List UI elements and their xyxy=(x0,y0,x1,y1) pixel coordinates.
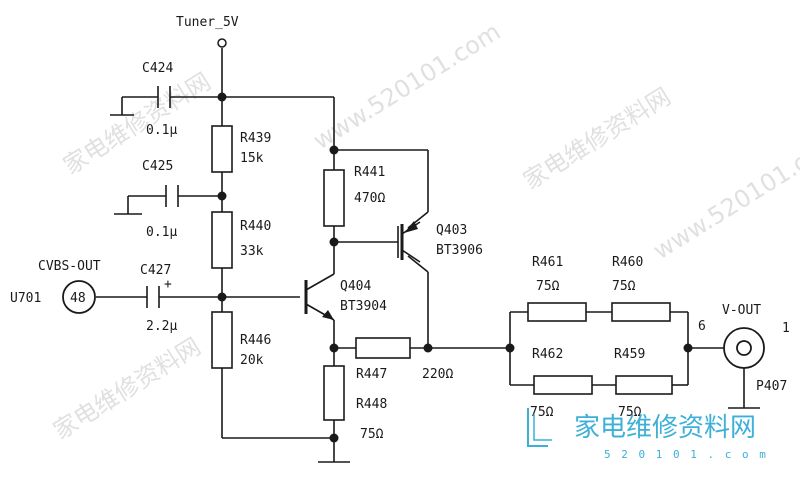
capacitor-c427: + C427 2.2μ xyxy=(140,263,177,334)
capacitor-c425: C425 0.1μ xyxy=(142,159,179,240)
r447-value: 220Ω xyxy=(422,367,453,382)
connector-u701: 48 U701 CVBS-OUT xyxy=(10,259,101,314)
r462-value: 75Ω xyxy=(530,405,554,420)
connector-p407: V-OUT 6 1 P407 xyxy=(698,303,790,394)
q403-ref: Q403 xyxy=(436,223,467,238)
q404-part: BT3904 xyxy=(340,299,387,314)
p407-pin-6: 6 xyxy=(698,319,706,334)
resistor-r460: R460 75Ω xyxy=(611,255,671,322)
resistor-r439: R439 15k xyxy=(211,125,271,173)
r448-ref: R448 xyxy=(356,397,387,412)
u701-pin: 48 xyxy=(70,291,86,306)
r440-value: 33k xyxy=(240,244,264,259)
resistor-r440: R440 33k xyxy=(211,211,271,269)
resistor-r462: R462 75Ω xyxy=(530,347,593,420)
resistor-r461: R461 75Ω xyxy=(527,255,587,322)
r441-value: 470Ω xyxy=(354,191,385,206)
r460-ref: R460 xyxy=(612,255,643,270)
c425-ref: C425 xyxy=(142,159,173,174)
c424-ref: C424 xyxy=(142,61,173,76)
resistor-r446: R446 20k xyxy=(211,311,271,369)
c427-value: 2.2μ xyxy=(146,319,177,334)
r459-value: 75Ω xyxy=(618,405,642,420)
r446-value: 20k xyxy=(240,353,264,368)
wires xyxy=(96,48,760,463)
r439-ref: R439 xyxy=(240,131,271,146)
watermark-text: 家电维修资料网 xyxy=(58,67,215,180)
r441-ref: R441 xyxy=(354,165,385,180)
r446-ref: R446 xyxy=(240,333,271,348)
r448-value: 75Ω xyxy=(360,427,384,442)
watermark-text: 家电维修资料网 xyxy=(48,332,205,445)
resistor-r447: R447 220Ω xyxy=(355,337,453,382)
transistor-q403: Q403 BT3906 xyxy=(397,221,483,263)
c427-polarity: + xyxy=(164,277,172,292)
supply-label: Tuner_5V xyxy=(176,15,239,30)
r447-ref: R447 xyxy=(356,367,387,382)
watermark-logo-url: 5 2 0 1 0 1 . c o m xyxy=(604,448,768,461)
r440-ref: R440 xyxy=(240,219,271,234)
supply-terminal: Tuner_5V xyxy=(176,15,239,48)
q404-ref: Q404 xyxy=(340,279,371,294)
c427-ref: C427 xyxy=(140,263,171,278)
r459-ref: R459 xyxy=(614,347,645,362)
watermark-url: www.520101.com xyxy=(648,128,800,266)
r461-value: 75Ω xyxy=(536,279,560,294)
u701-ref: U701 xyxy=(10,291,41,306)
watermark-text: 家电维修资料网 xyxy=(518,82,675,195)
resistor-r448: R448 75Ω xyxy=(323,365,387,442)
watermark-url: www.520101.com xyxy=(308,18,505,156)
q403-part: BT3906 xyxy=(436,243,483,258)
r439-value: 15k xyxy=(240,151,264,166)
r462-ref: R462 xyxy=(532,347,563,362)
r461-ref: R461 xyxy=(532,255,563,270)
cvbs-out-label: CVBS-OUT xyxy=(38,259,101,274)
transistor-q404: Q404 BT3904 xyxy=(304,273,387,321)
p407-ref: P407 xyxy=(756,379,787,394)
p407-pin-1: 1 xyxy=(782,321,790,336)
v-out-label: V-OUT xyxy=(722,303,761,318)
c425-value: 0.1μ xyxy=(146,225,177,240)
junctions xyxy=(217,92,693,443)
resistor-r459: R459 75Ω xyxy=(614,347,673,420)
r460-value: 75Ω xyxy=(612,279,636,294)
capacitor-c424: C424 0.1μ xyxy=(142,61,177,138)
watermark-logo: 家电维修资料网 5 2 0 1 0 1 . c o m xyxy=(527,408,768,461)
resistor-r441: R441 470Ω xyxy=(323,165,385,227)
c424-value: 0.1μ xyxy=(146,123,177,138)
watermark-logo-text: 家电维修资料网 xyxy=(574,413,756,443)
